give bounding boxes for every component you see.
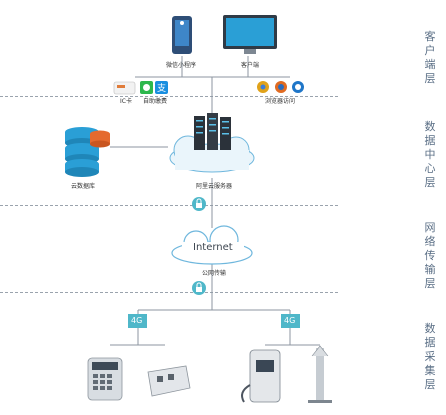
ic-card-label: IC卡 bbox=[120, 98, 132, 105]
svg-text:支: 支 bbox=[157, 82, 166, 94]
ev-charging-post-device bbox=[308, 345, 332, 403]
signal-4g-label: 4G bbox=[131, 316, 143, 325]
ic-card-icon bbox=[113, 81, 136, 95]
internet-label: Internet bbox=[193, 242, 233, 253]
layer-label-network: 网络传输层 bbox=[424, 221, 436, 290]
browser-access-label: 浏览器访问 bbox=[265, 98, 296, 105]
lock-icon bbox=[192, 197, 206, 211]
signal-4g-icon bbox=[128, 314, 147, 328]
client-label: 客户端 bbox=[241, 62, 260, 69]
card-terminal-device bbox=[87, 357, 123, 401]
cloud-database-label: 云数据库 bbox=[71, 183, 96, 190]
wechat-icon bbox=[140, 81, 153, 94]
internet-cloud-icon bbox=[171, 225, 253, 265]
layer-separator bbox=[0, 292, 338, 293]
mini-program-label: 微信小程序 bbox=[166, 62, 197, 69]
browser-icons bbox=[257, 81, 304, 93]
public-network-label: 公网传输 bbox=[202, 270, 227, 277]
cloud-server-icon bbox=[169, 113, 255, 173]
phone-icon bbox=[172, 16, 192, 54]
self-pay-label: 自助缴费 bbox=[143, 98, 168, 105]
layer-separator bbox=[0, 96, 338, 97]
signal-4g-label: 4G bbox=[284, 316, 296, 325]
layer-label-client: 客户端层 bbox=[424, 30, 436, 85]
database-icon bbox=[65, 127, 110, 177]
power-socket-device bbox=[147, 365, 191, 397]
charging-pile-device bbox=[241, 349, 281, 403]
signal-4g-icon bbox=[281, 314, 300, 328]
lock-icon bbox=[192, 281, 206, 295]
layer-label-collect: 数据采集层 bbox=[424, 322, 436, 391]
cloud-server-label: 阿里云服务器 bbox=[196, 183, 233, 190]
layer-label-datacenter: 数据中心层 bbox=[424, 120, 436, 189]
layer-separator bbox=[0, 205, 338, 206]
monitor-icon bbox=[223, 15, 277, 54]
alipay-icon: 支 bbox=[155, 81, 168, 94]
